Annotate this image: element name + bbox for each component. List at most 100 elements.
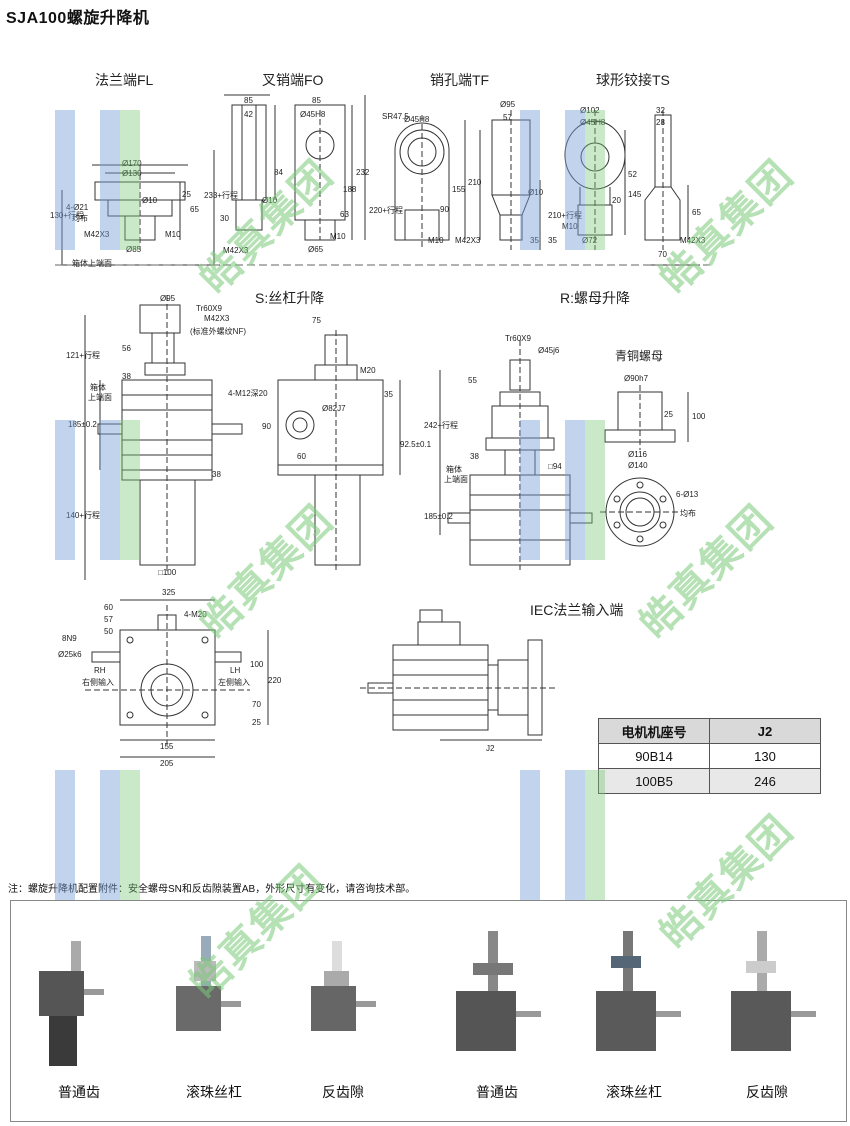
- dim-r: Ø116: [628, 450, 647, 459]
- dim-bottom: 205: [160, 759, 174, 768]
- dim-fl: 65: [190, 205, 199, 214]
- dim-fl: Ø170: [122, 159, 142, 168]
- dim-bottom: 25: [252, 718, 261, 727]
- motor-table-header: 电机机座号: [598, 718, 710, 744]
- dim-fo: M10: [330, 232, 346, 241]
- s-side-drawing: [277, 330, 401, 570]
- photo-caption: 滚珠丝杠: [606, 1084, 662, 1100]
- dim-s: Ø95: [160, 294, 176, 303]
- dim-s: 56: [122, 344, 131, 353]
- dim-r: 38: [470, 452, 479, 461]
- dim-fo: 85: [244, 96, 253, 105]
- dim-fo: 84: [274, 168, 283, 177]
- dim-ts: 28: [656, 118, 665, 127]
- dim-fl: Ø10: [142, 196, 158, 205]
- section-label-r: R:螺母升降: [560, 290, 630, 306]
- dim-fl: M42X3: [84, 230, 110, 239]
- dim-fo: Ø10: [262, 196, 278, 205]
- dim-s: 75: [312, 316, 321, 325]
- motor-table: 电机机座号 J2 90B14 130 100B5 246: [598, 718, 821, 794]
- dim-tf: M10: [428, 236, 444, 245]
- dim-bottom: 100: [250, 660, 264, 669]
- dim-tf: M42X3: [455, 236, 481, 245]
- dim-tf: 155: [452, 185, 466, 194]
- dim-ts: 65: [692, 208, 701, 217]
- section-label-bronze-nut: 青铜螺母: [615, 349, 664, 363]
- dim-s: 121+行程: [66, 351, 101, 360]
- motor-table-cell: 130: [709, 743, 821, 769]
- dim-r: □94: [548, 462, 562, 471]
- dim-fl: 130+行程: [50, 211, 85, 220]
- dim-bottom: 右侧输入: [82, 678, 114, 687]
- dim-r: 242+行程: [424, 421, 459, 430]
- dim-tf: Ø45H8: [404, 115, 430, 124]
- dim-tf: Ø95: [500, 100, 516, 109]
- dim-r: 箱体: [446, 465, 462, 474]
- dim-tf: Ø10: [528, 188, 544, 197]
- dim-fl: Ø130: [122, 169, 142, 178]
- s-front-drawing: [84, 295, 243, 580]
- dim-fl: Ø85: [126, 245, 142, 254]
- photo-1: [39, 941, 104, 1066]
- dim-s: 箱体: [90, 383, 106, 392]
- dim-fl: 4-Ø21: [66, 203, 89, 212]
- end-label-fo: 叉销端FO: [262, 72, 324, 88]
- tf-front-drawing: [491, 110, 541, 250]
- dim-bottom: 左侧输入: [218, 678, 250, 687]
- page-title: SJA100螺旋升降机: [6, 10, 150, 27]
- dim-s: 35: [384, 390, 393, 399]
- dim-ts: 145: [628, 190, 642, 199]
- dim-s: 4-M12深20: [228, 389, 268, 398]
- dim-bottom: Ø25k6: [58, 650, 82, 659]
- photo-caption: 普通齿: [58, 1084, 100, 1100]
- footnote: 注：螺旋升降机配置附件：安全螺母SN和反齿隙装置AB，外形尺寸有变化，请咨询技术…: [8, 884, 416, 895]
- photo-6: [731, 931, 816, 1051]
- dim-tf: 90: [440, 205, 449, 214]
- top-view-drawing: [85, 599, 269, 758]
- dim-r: Ø90h7: [624, 374, 649, 383]
- dim-r: 185±0.2: [424, 512, 453, 521]
- dim-fl: 箱体上端面: [72, 259, 112, 268]
- dim-fl: 25: [182, 190, 191, 199]
- dim-r: Ø140: [628, 461, 648, 470]
- dim-r: 55: [468, 376, 477, 385]
- r-front-drawing: [439, 340, 593, 570]
- dim-s: M42X3: [204, 314, 230, 323]
- dim-tf: SR47.5: [382, 112, 409, 121]
- dim-s: 60: [297, 452, 306, 461]
- dim-s: (标准外螺纹NF): [190, 327, 246, 336]
- dim-ts: 32: [656, 106, 665, 115]
- dim-bottom: 220: [268, 676, 282, 685]
- dim-tf: 210: [468, 178, 482, 187]
- end-label-ts: 球形铰接TS: [596, 72, 670, 88]
- end-label-tf: 销孔端TF: [430, 72, 490, 88]
- dim-r: 100: [692, 412, 706, 421]
- dim-s: M20: [360, 366, 376, 375]
- fo-front-drawing: [294, 95, 366, 241]
- motor-table-header: J2: [709, 718, 821, 744]
- dim-fl: 均布: [72, 214, 88, 223]
- dim-fo: M42X3: [223, 246, 249, 255]
- photo-2: [176, 936, 241, 1031]
- ts-front-drawing: [564, 110, 626, 250]
- dim-r: 25: [664, 410, 673, 419]
- motor-table-cell: 100B5: [598, 768, 710, 794]
- dim-s: 90: [262, 422, 271, 431]
- dim-fo: 232: [356, 168, 370, 177]
- dim-fl: M10: [165, 230, 181, 239]
- dim-bottom: LH: [230, 666, 241, 675]
- motor-table-cell: 90B14: [598, 743, 710, 769]
- dim-ts: M10: [562, 222, 578, 231]
- motor-table-cell: 246: [709, 768, 821, 794]
- product-photos: [39, 931, 816, 1066]
- dim-r: 均布: [680, 509, 696, 518]
- photo-caption: 滚珠丝杠: [186, 1084, 242, 1100]
- dim-ts: 210+行程: [548, 211, 583, 220]
- photo-5: [596, 931, 681, 1051]
- dim-ts: M42X3: [680, 236, 706, 245]
- photo-3: [311, 941, 376, 1031]
- dim-s: □100: [158, 568, 177, 577]
- section-label-s: S:丝杠升降: [255, 290, 325, 306]
- dim-ts: Ø72: [582, 236, 598, 245]
- photo-4: [456, 931, 541, 1051]
